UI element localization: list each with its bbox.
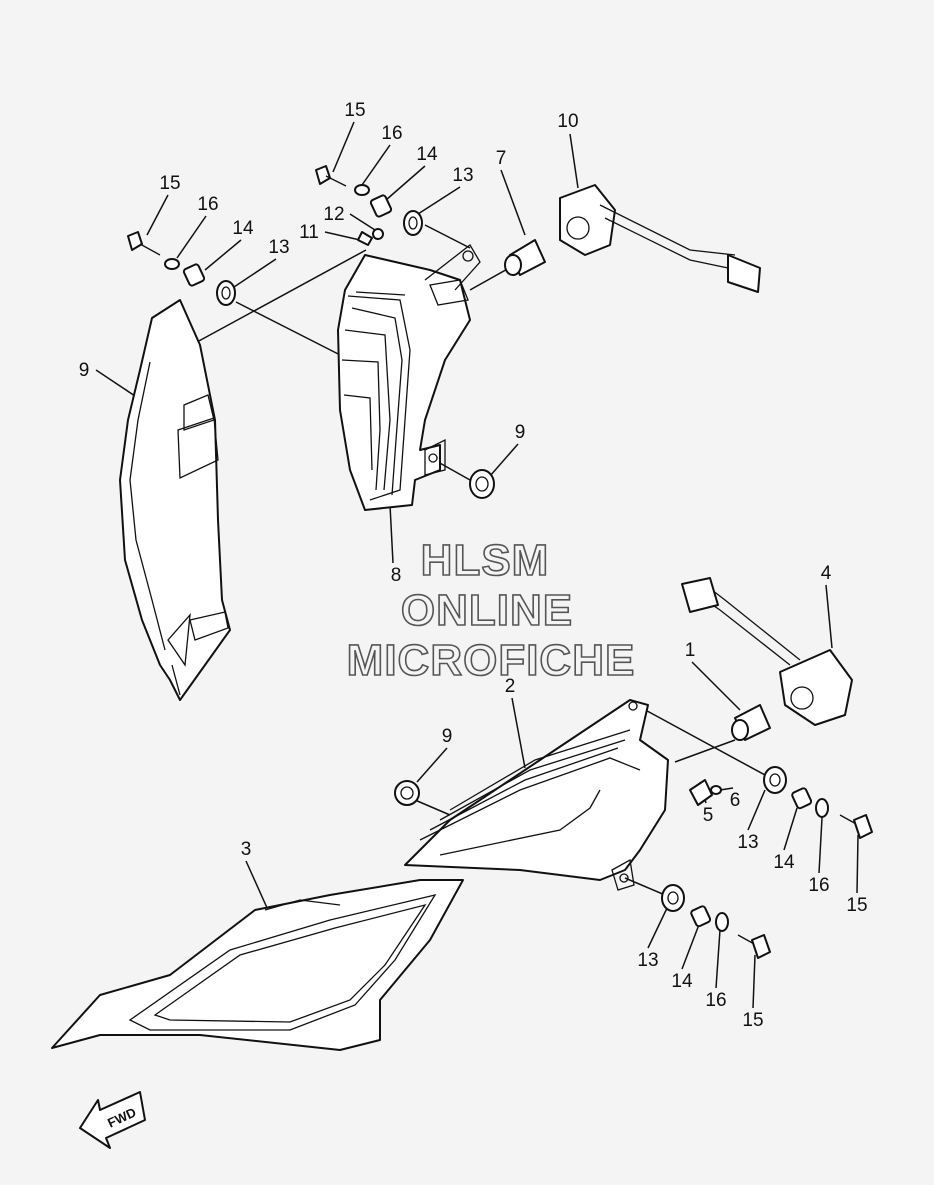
headlight-assembly-part-2	[394, 699, 669, 891]
callout-14: 14	[773, 852, 795, 873]
lower-hardware	[661, 766, 873, 959]
callout-12: 12	[323, 204, 344, 225]
callout-6: 6	[730, 790, 741, 811]
watermark-line-1: HLSM	[421, 536, 550, 585]
watermark: HLSM ONLINE MICROFICHE	[346, 535, 636, 686]
watermark-line-2: ONLINE	[401, 586, 573, 635]
bulb-and-socket-lower	[681, 577, 853, 741]
callout-13: 13	[452, 165, 473, 186]
callout-5: 5	[703, 805, 714, 826]
leader-lines	[95, 121, 859, 1009]
callout-9: 9	[515, 422, 526, 443]
tail-light-assembly-part-8	[337, 244, 481, 511]
rear-cover-part-9	[119, 299, 231, 701]
fwd-arrow-icon: FWD	[79, 1091, 146, 1149]
front-cover-part-3	[51, 879, 464, 1051]
callout-11: 11	[299, 222, 319, 243]
callout-15: 15	[159, 173, 180, 194]
callout-3: 3	[241, 839, 252, 860]
callout-16: 16	[705, 990, 726, 1011]
callout-13: 13	[737, 832, 758, 853]
callout-1: 1	[685, 640, 696, 661]
callout-4: 4	[821, 563, 832, 584]
callout-7: 7	[496, 148, 507, 169]
callout-16: 16	[808, 875, 829, 896]
callout-9: 9	[79, 360, 90, 381]
callout-2: 2	[505, 676, 516, 697]
callout-13: 13	[637, 950, 658, 971]
callout-15: 15	[846, 895, 867, 916]
callout-8: 8	[391, 565, 402, 586]
callout-14: 14	[232, 218, 254, 239]
watermark-line-3: MICROFICHE	[347, 636, 636, 685]
callout-15: 15	[742, 1010, 763, 1031]
callout-13: 13	[268, 237, 289, 258]
bulb-and-socket-upper	[504, 184, 761, 293]
callout-10: 10	[557, 111, 578, 132]
callout-14: 14	[671, 971, 693, 992]
upper-hardware	[127, 165, 495, 499]
callout-16: 16	[197, 194, 218, 215]
callout-14: 14	[416, 144, 438, 165]
callout-15: 15	[344, 100, 365, 121]
callout-9: 9	[442, 726, 453, 747]
callout-16: 16	[381, 123, 402, 144]
